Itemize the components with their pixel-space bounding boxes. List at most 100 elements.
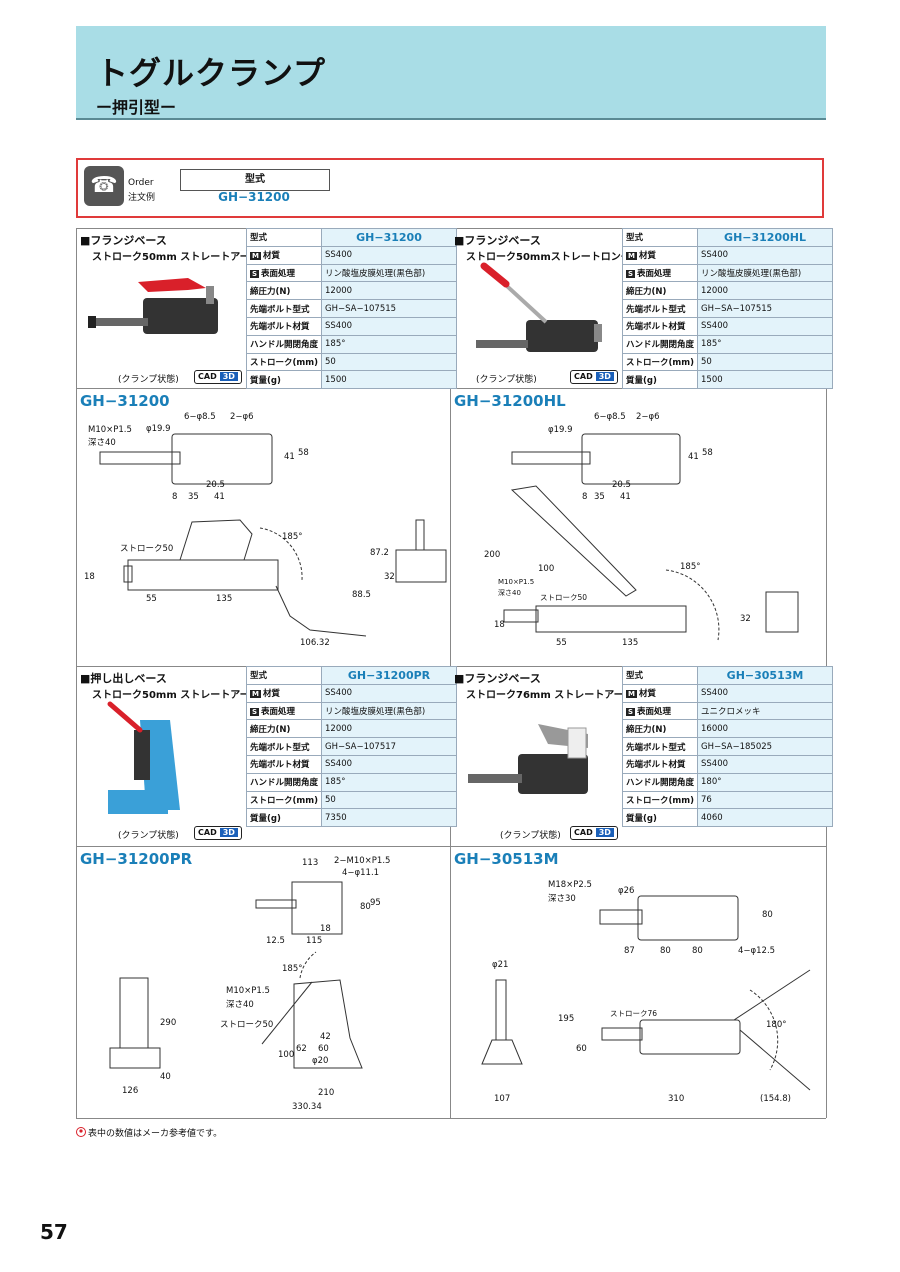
dim-label: 8 xyxy=(172,492,178,502)
page-subtitle: ー押引型ー xyxy=(96,98,177,117)
spec-key: 先端ボルト材質 xyxy=(245,316,323,336)
dim-label: 135 xyxy=(216,594,233,604)
dim-label: 80 xyxy=(360,902,371,912)
dim-label: φ26 xyxy=(618,886,635,896)
dim-label: 113 xyxy=(302,858,319,868)
spec-key-label: 表面処理 xyxy=(637,268,672,279)
spec-value: GH−SA−107515 xyxy=(697,299,834,318)
product-2-photo xyxy=(476,262,602,352)
dim-label: φ19.9 xyxy=(548,425,573,435)
dim-label: 200 xyxy=(484,550,501,560)
spec-key: 締圧力(N) xyxy=(621,281,699,301)
spec-key: 型式 xyxy=(245,666,323,685)
dim-label: 195 xyxy=(558,1014,575,1024)
order-col-header: 型式 xyxy=(180,169,330,191)
dim-label: 87 xyxy=(624,946,635,956)
spec-key: 先端ボルト型式 xyxy=(245,299,323,318)
spec-key: 先端ボルト型式 xyxy=(621,737,699,756)
material-badge: M xyxy=(626,690,637,699)
dim-label: 32 xyxy=(740,614,751,624)
spec-value: SS400 xyxy=(697,683,834,703)
cad-3d-label: 3D xyxy=(595,828,614,837)
spec-key: ストローク(mm) xyxy=(245,790,323,810)
order-example-box xyxy=(76,158,824,218)
dim-label: 4−φ11.1 xyxy=(342,868,380,878)
dim-label: 55 xyxy=(146,594,157,604)
spec-key: 先端ボルト型式 xyxy=(245,737,323,756)
spec-value: GH−SA−107517 xyxy=(321,737,458,756)
spec-value: SS400 xyxy=(321,754,458,774)
product-4-caption: (クランプ状態) xyxy=(500,831,561,841)
spec-value: 4060 xyxy=(697,808,834,828)
header-underline xyxy=(76,26,826,120)
spec-value: 1500 xyxy=(321,370,458,390)
dim-label: φ21 xyxy=(492,960,509,970)
dim-label: 60 xyxy=(576,1044,587,1054)
dim-label: ストローク50 xyxy=(120,544,174,554)
dim-label: (154.8) xyxy=(760,1094,791,1104)
spec-key: 型式 xyxy=(245,228,323,247)
spec-key: ハンドル開閉角度 xyxy=(245,772,323,792)
dim-label: 深さ30 xyxy=(548,894,576,904)
spec-value: 76 xyxy=(697,790,834,810)
spec-key: 型式 xyxy=(621,666,699,685)
spec-value: 1500 xyxy=(697,370,834,390)
spec-value: SS400 xyxy=(697,316,834,336)
drawing-3-title: GH−31200PR xyxy=(80,850,193,868)
surface-badge: S xyxy=(626,707,636,716)
dim-label: 185° xyxy=(282,532,303,542)
spec-model: GH−31200PR xyxy=(321,666,458,685)
spec-key: ストローク(mm) xyxy=(621,352,699,372)
spec-model: GH−30513M xyxy=(697,666,834,685)
spec-model: GH−31200 xyxy=(321,228,458,247)
page-title: トグルクランプ xyxy=(96,54,327,92)
spec-key: ストローク(mm) xyxy=(621,790,699,810)
dim-label: 88.5 xyxy=(352,590,371,600)
footnote: 表中の数値はメーカ参考値です。 xyxy=(88,1129,223,1139)
product-1-caption: (クランプ状態) xyxy=(118,375,179,385)
drawing-2-lines xyxy=(503,433,799,641)
dim-label: M10×P1.5 xyxy=(88,425,132,435)
spec-key: ハンドル開閉角度 xyxy=(245,334,323,354)
dim-label: 18 xyxy=(320,924,331,934)
dim-label: 58 xyxy=(702,448,713,458)
product-3-subtitle: ストローク50mm ストレートアーム xyxy=(92,690,260,701)
dim-label: M18×P2.5 xyxy=(548,880,592,890)
spec-value: 12000 xyxy=(321,281,458,301)
drawing-4-lines xyxy=(481,895,811,1091)
material-badge: M xyxy=(250,690,261,699)
product-2-subtitle: ストローク50mmストレートロングアーム xyxy=(466,252,660,263)
spec-key-label: 表面処理 xyxy=(637,706,672,717)
cad-3d-label: 3D xyxy=(219,828,238,837)
dim-label: 330.34 xyxy=(292,1102,322,1112)
drawing-3-lines xyxy=(109,881,363,1069)
spec-value: SS400 xyxy=(321,683,458,703)
dim-label: φ20 xyxy=(312,1056,329,1066)
spec-value: SS400 xyxy=(321,316,458,336)
dim-label: 126 xyxy=(122,1086,139,1096)
dim-label: 18 xyxy=(494,620,505,630)
cad-label: CAD xyxy=(198,828,217,837)
product-4-subtitle: ストローク76mm ストレートアーム xyxy=(466,690,634,701)
dim-label: 20.5 xyxy=(612,480,631,490)
dim-label: 87.2 xyxy=(370,548,389,558)
dim-label: 18 xyxy=(84,572,95,582)
dim-label: 41 xyxy=(688,452,699,462)
dim-label: 8 xyxy=(582,492,588,502)
surface-badge: S xyxy=(250,269,260,278)
spec-key: 締圧力(N) xyxy=(245,281,323,301)
material-badge: M xyxy=(250,252,261,261)
spec-key: 質量(g) xyxy=(621,808,699,828)
spec-value: 16000 xyxy=(697,719,834,739)
spec-key-label: 表面処理 xyxy=(261,268,296,279)
dim-label: 深さ40 xyxy=(88,438,116,448)
cad-label: CAD xyxy=(574,372,593,381)
spec-value: 50 xyxy=(697,352,834,372)
order-example-value: GH−31200 xyxy=(218,190,290,204)
spec-key-label: 材質 xyxy=(262,251,280,262)
